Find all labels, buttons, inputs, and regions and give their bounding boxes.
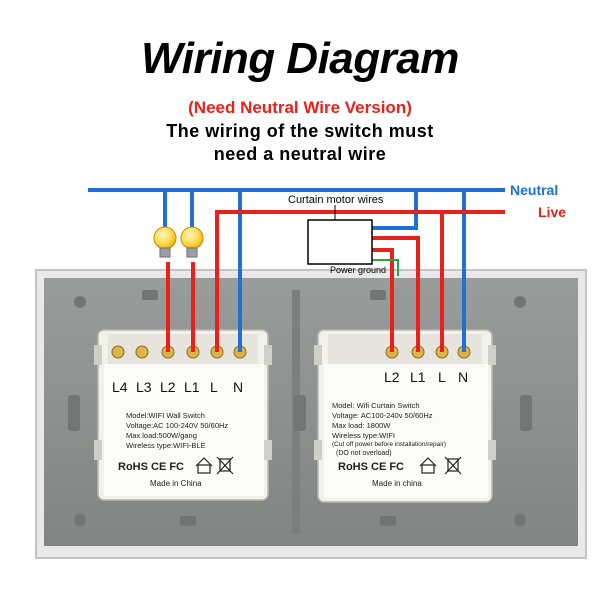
terminal-label: N [458,369,468,385]
voltage-text: Voltage:AC 100-240V 50/60Hz [126,421,228,430]
description-line-2: need a neutral wire [213,144,387,164]
curtain-motor-box [307,219,373,265]
home-icon [195,457,213,474]
curtain-motor-label: Curtain motor wires [288,194,384,206]
lightbulb-icon [180,226,204,258]
made-in-text: Made in China [150,479,202,488]
power-ground-wire [372,259,399,276]
right-spec-label: Model: Wifi Curtain Switch Voltage: AC10… [332,401,446,457]
neutral-label: Neutral [510,182,558,198]
left-switch-module [94,329,272,501]
terminal-label: L [438,369,446,385]
mounting-holes [68,290,532,526]
terminal-label: L3 [136,379,152,395]
terminal-label: N [233,379,243,395]
weee-bin-icon [216,456,234,475]
overload-warning-text: (DO not overload) [336,450,392,457]
description-line-1: The wiring of the switch must [166,121,434,141]
left-spec-label: Model:WIFI Wall Switch Voltage:AC 100-24… [126,411,228,450]
terminal-label: L2 [160,379,176,395]
lightbulb-icon [153,226,177,258]
power-ground-label: Power ground [330,265,386,275]
left-terminal-labels: L4 L3 L2 L1 L N [112,379,243,395]
certification-marks: RoHS CE FC [118,461,184,473]
terminal-label: L1 [184,379,200,395]
version-subtitle: (Need Neutral Wire Version) [188,98,412,117]
live-label: Live [538,204,566,220]
terminal-label: L1 [410,369,426,385]
wireless-text: Wireless type:WIFI [332,431,395,440]
left-terminal-screws [111,345,247,359]
max-load-text: Max.load:500W/gang [126,431,197,440]
page-title: Wiring Diagram [141,34,459,83]
right-terminal-labels: L2 L1 L N [384,369,468,385]
neutral-wiring [88,188,505,352]
model-text: Model:WIFI Wall Switch [126,411,205,420]
model-text: Model: Wifi Curtain Switch [332,401,420,410]
terminal-label: L4 [112,379,128,395]
wireless-text: Wireless type:WIFI-BLE [126,441,206,450]
live-wiring [166,210,505,352]
made-in-text: Made in china [372,479,422,488]
cutoff-warning-text: (Cut off power before installation/repai… [332,441,446,448]
certification-marks: RoHS CE FC [338,461,404,473]
terminal-label: L2 [384,369,400,385]
voltage-text: Voltage: AC100-240v 50/60Hz [332,411,433,420]
weee-bin-icon [444,456,462,475]
terminal-label: L [210,379,218,395]
max-load-text: Max load: 1800W [332,421,391,430]
home-icon [419,457,437,474]
